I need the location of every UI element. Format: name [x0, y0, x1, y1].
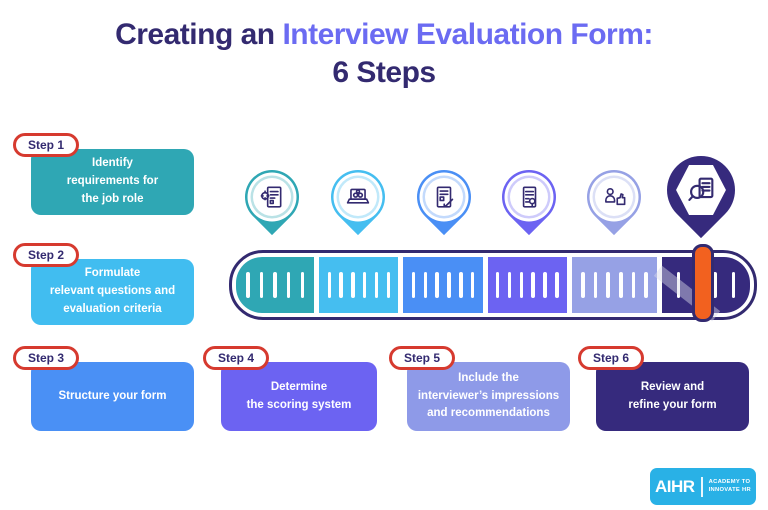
pin-shape — [405, 158, 483, 236]
step-2-badge: Step 2 — [13, 243, 80, 267]
logo-tagline: ACADEMY TO INNOVATE HR — [708, 478, 751, 493]
slider-segment-4 — [487, 257, 567, 313]
tick-mark — [459, 272, 463, 298]
tick-mark — [543, 272, 547, 298]
pin-inner-circle — [510, 178, 548, 216]
step-6-badge: Step 6 — [578, 346, 645, 370]
tick-mark — [676, 272, 681, 298]
pin-inner-circle — [595, 178, 633, 216]
tick-mark — [713, 272, 717, 298]
title-prefix: Creating an — [115, 18, 283, 51]
pin-shape — [233, 158, 311, 236]
impressions-icon — [601, 184, 627, 210]
pin-shape — [319, 158, 397, 236]
step-6-box: Review and refine your form — [596, 362, 749, 431]
step-2-box: Formulate relevant questions and evaluat… — [31, 259, 194, 325]
step-4-badge: Step 4 — [203, 346, 270, 370]
job-requirements-icon — [259, 184, 285, 210]
tick-mark — [423, 272, 428, 298]
title-highlight: Interview Evaluation Form: — [282, 18, 653, 51]
timeline-pin-3 — [405, 158, 483, 236]
tick-mark — [581, 272, 585, 298]
tick-mark — [362, 272, 367, 298]
tick-mark — [411, 272, 416, 298]
logo-brand-text: AIHR — [655, 476, 695, 496]
aihr-logo: AIHR ACADEMY TO INNOVATE HR — [650, 468, 756, 505]
tick-mark — [606, 272, 610, 298]
timeline-pin-4 — [490, 158, 568, 236]
step-4-box: Determine the scoring system — [221, 362, 377, 431]
step-card-6: Step 6 Review and refine your form — [578, 346, 749, 431]
tick-mark — [351, 272, 355, 298]
timeline-pin-6 — [652, 141, 750, 239]
slider-track — [236, 257, 750, 313]
pin-inner-circle — [425, 178, 463, 216]
pin-inner-circle — [253, 178, 291, 216]
tick-mark — [339, 272, 343, 298]
slider-segment-1 — [236, 257, 315, 313]
questions-icon — [345, 184, 371, 210]
slider-segment-2 — [319, 257, 399, 313]
timeline-pin-1 — [233, 158, 311, 236]
pin-inner-circle — [675, 164, 727, 216]
tick-mark — [507, 272, 512, 298]
tick-mark — [246, 272, 250, 298]
step-card-5: Step 5 Include the interviewer’s impress… — [389, 346, 570, 431]
tick-mark — [447, 272, 451, 298]
title-line2: 6 Steps — [332, 55, 436, 89]
pin-inner-circle — [339, 178, 377, 216]
step-card-3: Step 3 Structure your form — [13, 346, 194, 431]
pin-shape — [575, 158, 653, 236]
step-1-badge: Step 1 — [13, 133, 80, 157]
tick-mark — [495, 272, 500, 298]
step-card-2: Step 2 Formulate relevant questions and … — [13, 243, 194, 325]
tick-mark — [731, 272, 736, 298]
tick-mark — [273, 272, 277, 298]
form-structure-icon — [431, 184, 457, 210]
tick-mark — [435, 272, 439, 298]
review-icon — [684, 173, 718, 207]
step-1-box: Identify requirements for the job role — [31, 149, 194, 215]
logo-divider — [700, 476, 703, 497]
scoring-icon — [516, 184, 542, 210]
pin-shape — [490, 158, 568, 236]
tick-mark — [593, 272, 598, 298]
tick-mark — [619, 272, 623, 298]
pin-shape — [652, 141, 750, 239]
tick-mark — [531, 272, 535, 298]
tick-mark — [631, 272, 636, 298]
tick-mark — [519, 272, 524, 298]
tick-mark — [644, 272, 648, 298]
tick-mark — [286, 272, 291, 298]
tick-mark — [555, 272, 559, 298]
tick-mark — [327, 272, 332, 298]
slider-segment-3 — [403, 257, 483, 313]
tick-mark — [374, 272, 379, 298]
step-card-4: Step 4 Determine the scoring system — [203, 346, 377, 431]
tick-mark — [300, 272, 305, 298]
step-3-badge: Step 3 — [13, 346, 80, 370]
slider-segment-5 — [571, 257, 657, 313]
page-title: Creating an Interview Evaluation Form: 6… — [0, 16, 768, 91]
step-5-box: Include the interviewer’s impressions an… — [407, 362, 570, 431]
timeline-pin-2 — [319, 158, 397, 236]
progress-slider — [229, 244, 757, 322]
tick-mark — [386, 272, 391, 298]
tick-mark — [259, 272, 264, 298]
tick-mark — [470, 272, 475, 298]
slider-handle[interactable] — [692, 244, 714, 322]
timeline-pin-5 — [575, 158, 653, 236]
step-card-1: Step 1 Identify requirements for the job… — [13, 133, 194, 215]
step-3-box: Structure your form — [31, 362, 194, 431]
step-5-badge: Step 5 — [389, 346, 456, 370]
